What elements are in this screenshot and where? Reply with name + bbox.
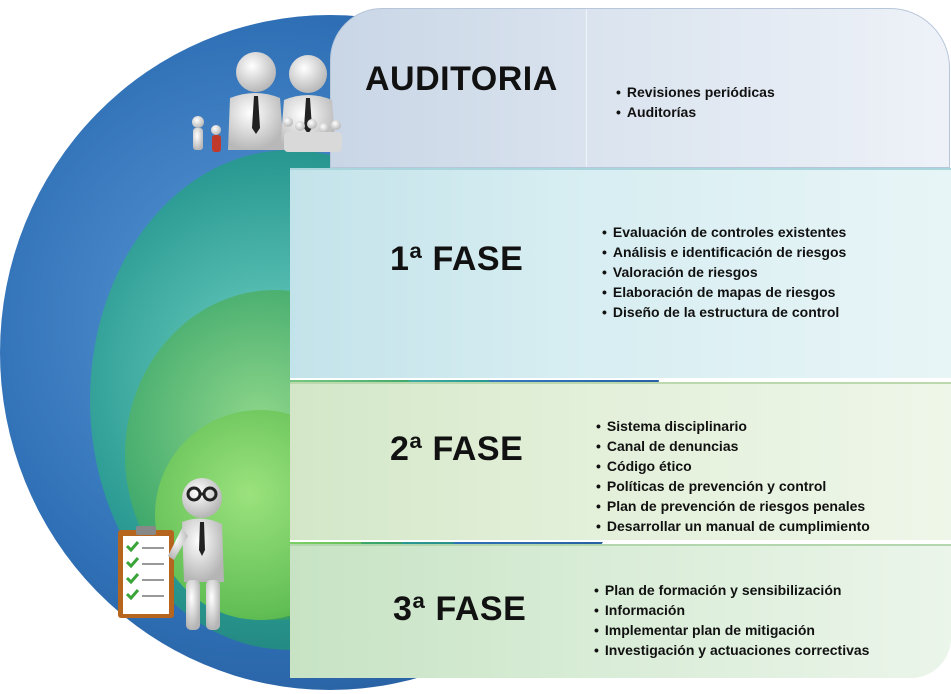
list-item: Plan de prevención de riesgos penales xyxy=(596,496,870,516)
list-item: Elaboración de mapas de riesgos xyxy=(602,282,846,302)
list-item: Análisis e identificación de riesgos xyxy=(602,242,846,262)
list-item: Diseño de la estructura de control xyxy=(602,302,846,322)
list-item: Implementar plan de mitigación xyxy=(594,620,869,640)
list-item: Desarrollar un manual de cumplimiento xyxy=(596,516,870,536)
list-item: Valoración de riesgos xyxy=(602,262,846,282)
person-with-checklist-icon xyxy=(118,478,224,630)
list-item: Plan de formación y sensibilización xyxy=(594,580,869,600)
list-item: Sistema disciplinario xyxy=(596,416,870,436)
fase3-list: Plan de formación y sensibilización Info… xyxy=(594,580,870,660)
list-item: Revisiones periódicas xyxy=(616,82,775,102)
list-item: Código ético xyxy=(596,456,870,476)
fase2-list: Sistema disciplinario Canal de denuncias… xyxy=(596,416,870,536)
list-item: Evaluación de controles existentes xyxy=(602,222,846,242)
list-item: Información xyxy=(594,600,869,620)
fase1-list: Evaluación de controles existentes Análi… xyxy=(602,222,846,322)
auditoria-title: AUDITORIA xyxy=(365,60,558,98)
list-item: Investigación y actuaciones correctivas xyxy=(594,640,870,660)
list-item: Canal de denuncias xyxy=(596,436,870,456)
list-item: Políticas de prevención y control xyxy=(596,476,870,496)
auditoria-list: Revisiones periódicas Auditorías xyxy=(616,82,775,122)
list-item: Auditorías xyxy=(616,102,775,122)
business-people-group-icon xyxy=(192,52,342,152)
fase2-title: 2ª FASE xyxy=(390,430,524,468)
fase3-title: 3ª FASE xyxy=(393,590,527,628)
fase1-title: 1ª FASE xyxy=(390,240,524,278)
